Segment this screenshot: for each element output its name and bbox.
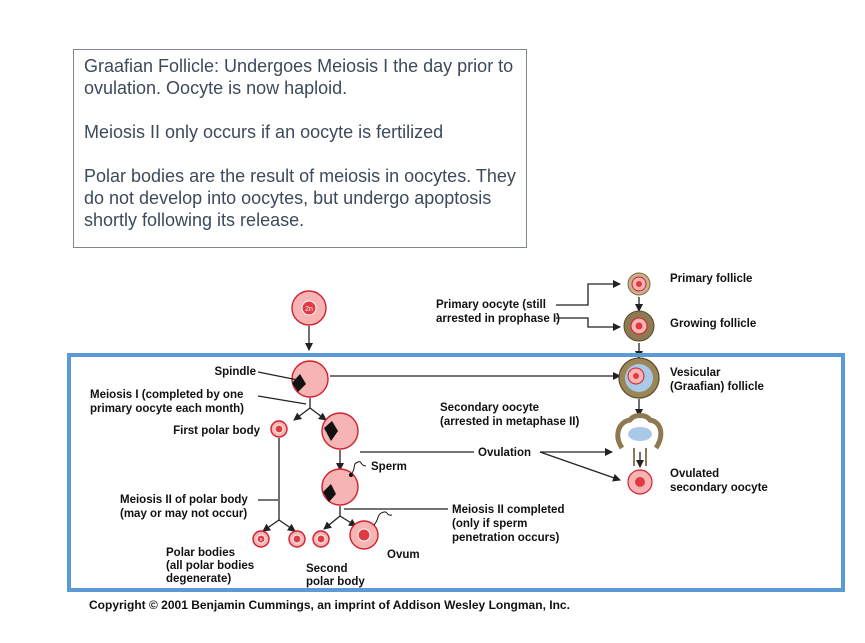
meiosis1-oocyte-cell xyxy=(291,360,329,398)
arrow-to-secondary xyxy=(309,407,327,421)
second-polar-label-2: polar body xyxy=(306,576,365,588)
arrow-to-growing-follicle xyxy=(556,317,621,331)
graafian-note: Graafian Follicle: Undergoes Meiosis I t… xyxy=(84,56,514,98)
meiosis2-polar-label-2: (may or may not occur) xyxy=(120,508,247,520)
ploidy-n-label: n xyxy=(260,537,263,543)
arrow-to-primary-follicle xyxy=(556,280,621,306)
ovulated-label-1: Ovulated xyxy=(670,468,719,480)
arrow-ovulation-to-oocyte xyxy=(539,451,621,482)
vesicular-label-2: (Graafian) follicle xyxy=(670,381,764,393)
primary-oocyte-label-2: arrested in prophase I) xyxy=(436,313,560,325)
ovulated-label-2: secondary oocyte xyxy=(670,482,768,494)
meiosis1-pointer xyxy=(257,395,307,405)
primary-oocyte-label-1: Primary oocyte (still xyxy=(436,299,546,311)
sperm-label: Sperm xyxy=(371,461,407,473)
meiosis1-label-2: primary oocyte each month) xyxy=(90,403,244,415)
copyright-notice: Copyright © 2001 Benjamin Cummings, an i… xyxy=(89,598,570,612)
primary-follicle-label: Primary follicle xyxy=(670,273,752,285)
meiosis2-done-label-3: penetration occurs) xyxy=(452,532,560,544)
first-polar-body-cell xyxy=(270,420,288,438)
ruptured-follicle-cell xyxy=(615,413,664,466)
growing-follicle-cell xyxy=(623,310,655,342)
explanation-textbox: Graafian Follicle: Undergoes Meiosis I t… xyxy=(73,49,527,248)
arrow-polar-left xyxy=(262,519,280,532)
meiosis2-polar-label-1: Meiosis II of polar body xyxy=(120,494,248,506)
arrow-polar-right xyxy=(278,519,296,532)
vesicular-label-1: Vesicular xyxy=(670,367,721,379)
growing-follicle-label: Growing follicle xyxy=(670,318,756,330)
meiosis2-note: Meiosis II only occurs if an oocyte is f… xyxy=(84,122,444,142)
spindle-label: Spindle xyxy=(214,366,256,378)
ovulation-label: Ovulation xyxy=(478,447,531,459)
ovum-label: Ovum xyxy=(387,549,420,561)
polar-bodies-note: Polar bodies are the result of meiosis i… xyxy=(84,166,516,230)
meiosis1-label-1: Meiosis I (completed by one xyxy=(90,389,243,401)
polar-body-left-cell: n xyxy=(252,530,270,548)
polar-bodies-label-1: Polar bodies xyxy=(166,547,235,559)
ovulated-oocyte-cell xyxy=(627,469,653,495)
meiosis2-done-label-1: Meiosis II completed xyxy=(452,504,564,516)
first-polar-body-label: First polar body xyxy=(173,425,261,437)
meiosis2-done-label-2: (only if sperm xyxy=(452,518,527,530)
ovum-cell xyxy=(349,511,393,550)
primary-follicle-cell xyxy=(627,272,651,296)
secondary-oocyte-label-2: (arrested in metaphase II) xyxy=(440,416,579,428)
arrow-to-ovum xyxy=(339,515,357,527)
ploidy-2n-label: 2n xyxy=(305,306,313,313)
arrow-to-second-polar xyxy=(323,515,341,530)
fertilized-oocyte-cell xyxy=(321,461,367,506)
primary-oocyte-cell: 2n xyxy=(291,290,327,326)
polar-bodies-label-2: (all polar bodies xyxy=(166,560,254,572)
secondary-oocyte-cell xyxy=(321,412,359,450)
second-polar-body-cell xyxy=(312,530,330,548)
second-polar-label-1: Second xyxy=(306,563,348,575)
spindle-pointer xyxy=(257,371,299,381)
arrow-to-first-polar xyxy=(293,407,311,421)
vesicular-follicle-cell xyxy=(618,357,660,399)
polar-bodies-label-3: degenerate) xyxy=(166,573,231,585)
highlight-frame xyxy=(67,353,845,592)
polar-body-right-cell xyxy=(288,530,306,548)
secondary-oocyte-label-1: Secondary oocyte xyxy=(440,402,539,414)
